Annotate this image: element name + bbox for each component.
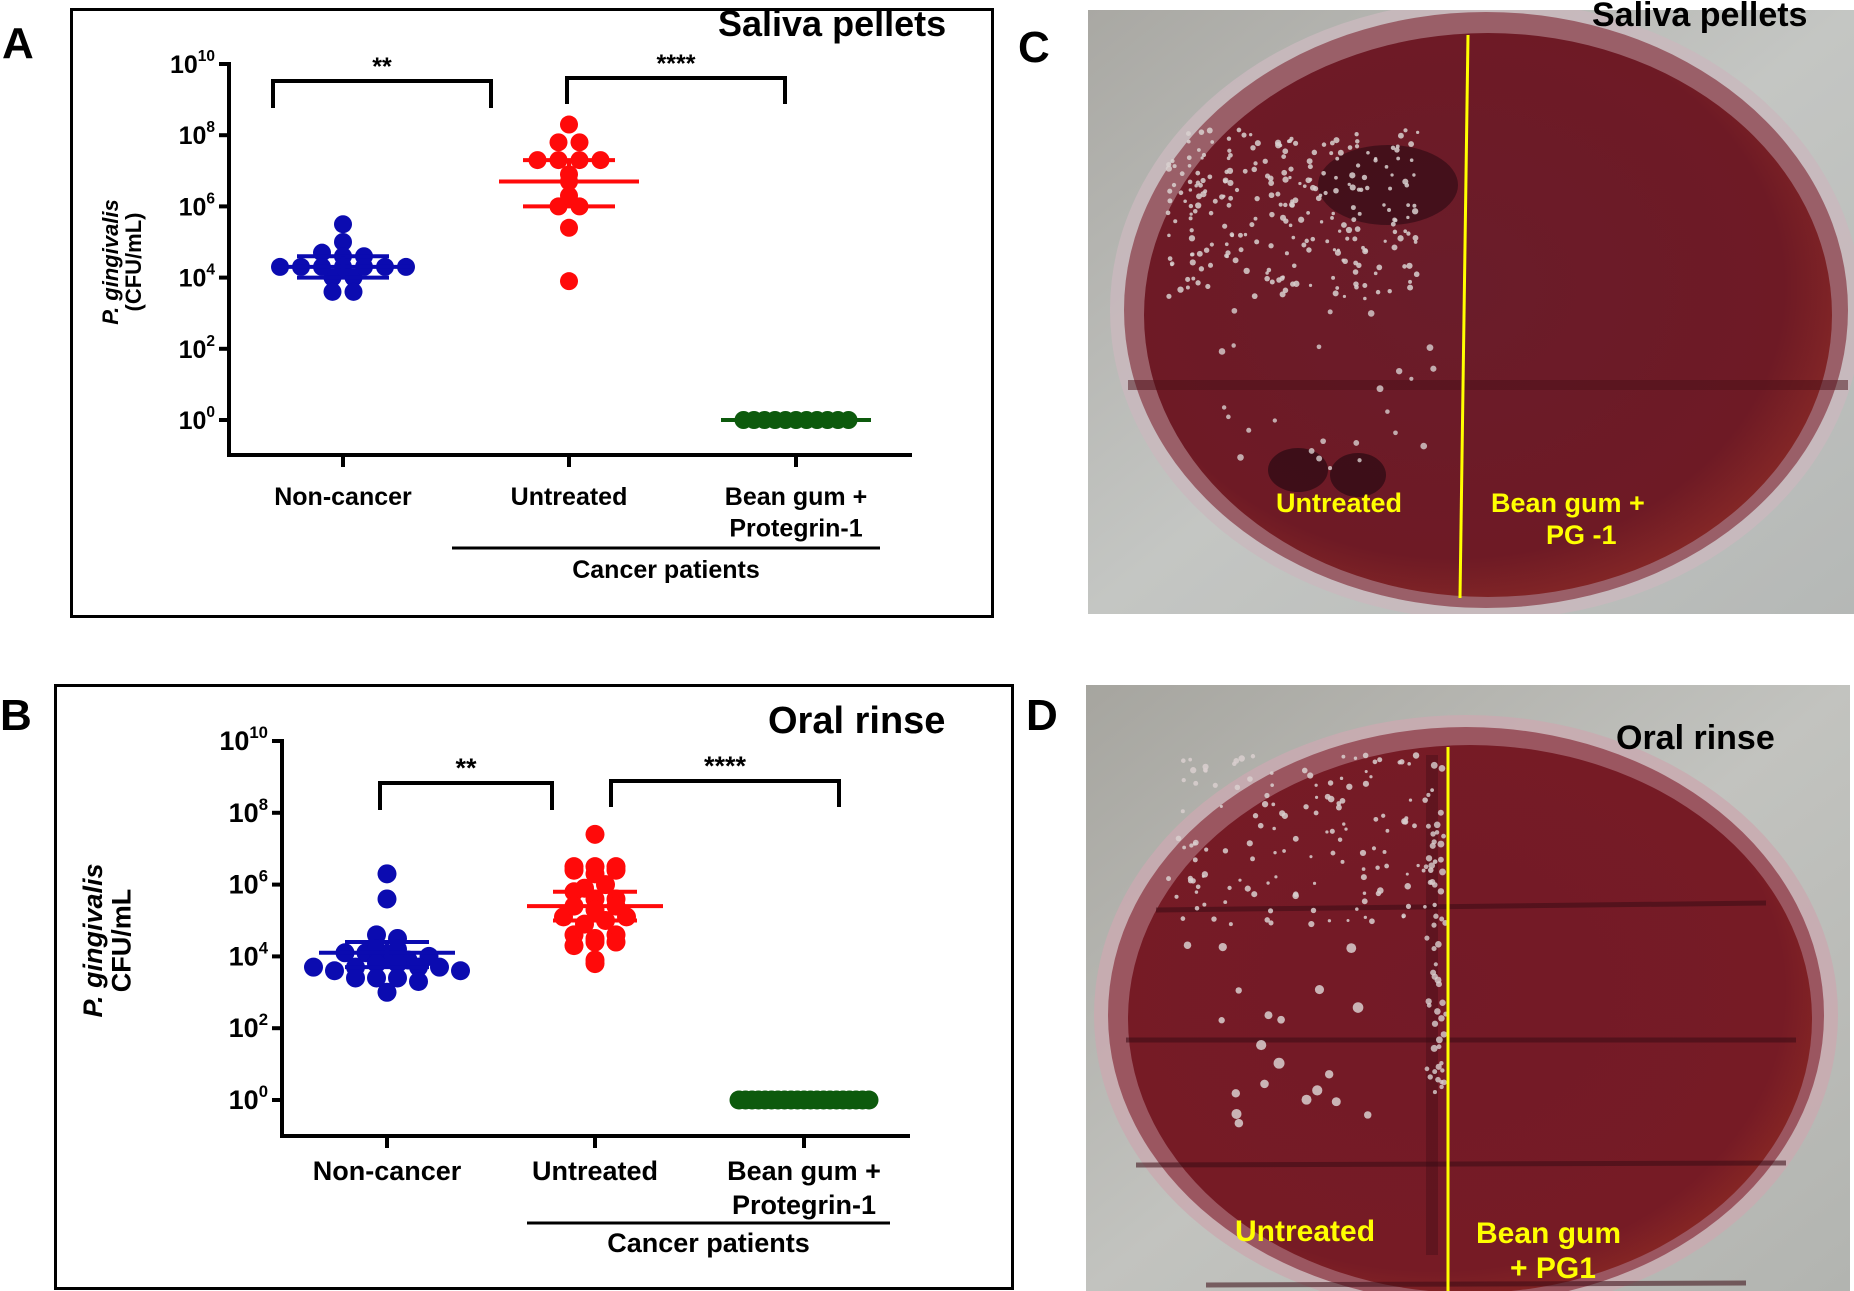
y-tick-label: 102 xyxy=(229,1010,268,1043)
plate-c-right-label-line2: PG -1 xyxy=(1546,520,1617,550)
x-category-label: Untreated xyxy=(511,483,628,511)
group-label-cancer-patients: Cancer patients xyxy=(572,556,760,584)
panel-letter-a: A xyxy=(2,19,34,68)
y-tick-label: 104 xyxy=(179,262,216,293)
chart-b-plot: 1010 108 106 104 102 100 P. gingivalisCFU/mL No… xyxy=(78,723,910,1258)
panel-letter-d: D xyxy=(1026,691,1058,740)
x-category-label: Untreated xyxy=(532,1156,658,1186)
y-tick-label: 108 xyxy=(229,795,268,828)
x-category-label: Bean gum + xyxy=(727,1156,881,1186)
y-axis-label: P. gingivalisCFU/mL xyxy=(78,863,136,1017)
significance-stars: ** xyxy=(455,753,477,783)
y-tick-label: 1010 xyxy=(170,48,215,79)
plate-d-right-label-line2: + PG1 xyxy=(1510,1252,1596,1285)
plate-c-right-label-line1: Bean gum + xyxy=(1491,488,1645,518)
divider-line xyxy=(1458,34,1470,599)
chart-panel-a xyxy=(70,8,994,618)
significance-bracket xyxy=(565,76,787,104)
chart-a-title: Saliva pellets xyxy=(718,3,947,44)
y-tick-label: 108 xyxy=(179,119,216,150)
series-untreated xyxy=(499,115,639,291)
series-non-cancer xyxy=(304,864,470,1002)
y-tick-label: 100 xyxy=(179,404,215,435)
significance-bracket xyxy=(271,79,493,108)
series-bean-gum-protegrin-1 xyxy=(729,1090,879,1110)
series-non-cancer xyxy=(271,215,415,301)
y-axis-label: P. gingivalis(CFU/mL) xyxy=(98,199,146,325)
x-category-label: Bean gum + xyxy=(725,483,867,511)
plate-d-title: Oral rinse xyxy=(1616,719,1775,757)
petri-dish-c-illustration xyxy=(1088,10,1854,614)
group-label-cancer-patients: Cancer patients xyxy=(607,1228,810,1258)
y-tick-label: 106 xyxy=(229,867,268,900)
plate-c-left-label: Untreated xyxy=(1276,488,1403,518)
plate-d-right-label-line1: Bean gum xyxy=(1476,1217,1622,1250)
x-category-label: Non-cancer xyxy=(313,1156,462,1186)
panel-letter-b: B xyxy=(0,691,32,740)
significance-stars: **** xyxy=(657,50,696,78)
plate-c-title: Saliva pellets xyxy=(1592,0,1808,34)
petri-dish-d-illustration xyxy=(1086,685,1850,1291)
chart-b-title: Oral rinse xyxy=(768,700,946,742)
x-category-label: Protegrin-1 xyxy=(729,514,862,542)
chart-a-plot: 1010 108 106 104 102 100 P. gingivalis(CFU/mL)… xyxy=(98,48,912,584)
significance-bracket xyxy=(609,779,841,807)
y-tick-label: 106 xyxy=(179,190,216,221)
significance-stars: **** xyxy=(704,751,747,781)
plate-photo-d: Untreated Bean gum + PG1 Oral rinse xyxy=(1086,685,1850,1291)
plate-photo-c: Untreated Bean gum + PG -1 xyxy=(1088,10,1854,614)
plate-d-left-label: Untreated xyxy=(1235,1215,1376,1248)
panel-letter-c: C xyxy=(1018,23,1050,72)
y-tick-label: 102 xyxy=(179,333,215,364)
y-tick-label: 100 xyxy=(229,1082,268,1115)
y-tick-label: 1010 xyxy=(219,723,268,756)
significance-stars: ** xyxy=(372,53,392,81)
series-bean-gum-protegrin-1 xyxy=(721,411,871,429)
y-tick-label: 104 xyxy=(229,938,269,971)
significance-bracket xyxy=(378,781,554,810)
x-category-label: Protegrin-1 xyxy=(732,1190,876,1220)
x-category-label: Non-cancer xyxy=(274,483,412,511)
series-untreated xyxy=(527,824,663,974)
